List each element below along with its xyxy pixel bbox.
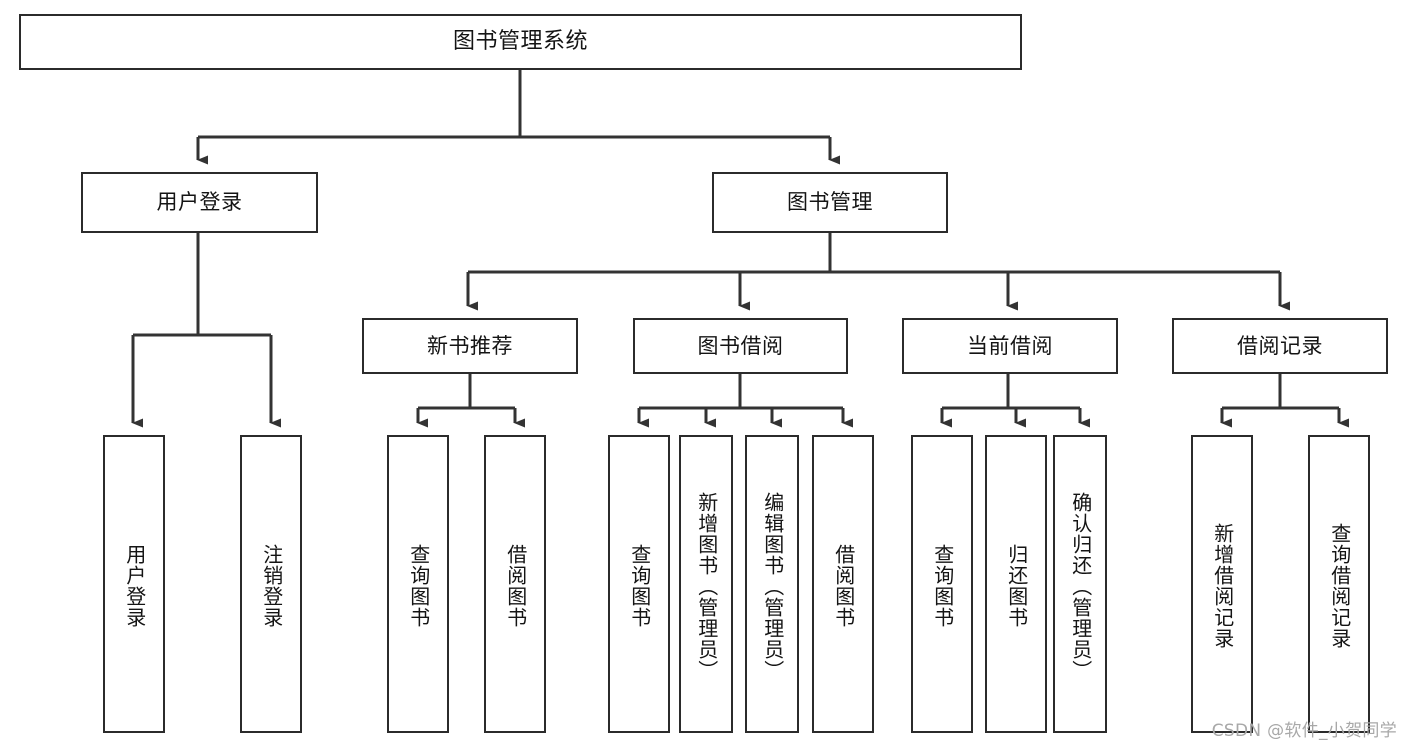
node-leaf-borrow-book-1-label: 借阅图书 [503, 544, 528, 628]
node-new-book-recommend[interactable]: 新书推荐 [362, 318, 578, 374]
node-leaf-query-book-1[interactable]: 查询图书 [387, 435, 449, 733]
node-leaf-query-book-2[interactable]: 查询图书 [608, 435, 670, 733]
node-leaf-add-book[interactable]: 新增图书（管理员） [679, 435, 733, 733]
node-leaf-user-login-label: 用户登录 [122, 544, 147, 628]
node-book-borrow-label: 图书借阅 [697, 333, 784, 358]
node-leaf-add-book-label: 新增图书（管理员） [694, 491, 719, 681]
node-book-borrow[interactable]: 图书借阅 [633, 318, 848, 374]
node-leaf-borrow-book-1[interactable]: 借阅图书 [484, 435, 546, 733]
node-current-borrow-label: 当前借阅 [967, 333, 1053, 358]
node-leaf-user-login[interactable]: 用户登录 [103, 435, 165, 733]
node-leaf-logout[interactable]: 注销登录 [240, 435, 302, 733]
node-leaf-query-record-label: 查询借阅记录 [1327, 523, 1352, 649]
node-leaf-query-book-3-label: 查询图书 [930, 544, 955, 628]
node-leaf-query-record[interactable]: 查询借阅记录 [1308, 435, 1370, 733]
node-book-manage-label: 图书管理 [787, 190, 873, 215]
node-leaf-edit-book[interactable]: 编辑图书（管理员） [745, 435, 799, 733]
node-leaf-query-book-1-label: 查询图书 [406, 544, 431, 628]
node-leaf-add-record-label: 新增借阅记录 [1210, 523, 1235, 649]
node-leaf-borrow-book-2-label: 借阅图书 [831, 544, 856, 628]
node-borrow-record-label: 借阅记录 [1237, 333, 1323, 358]
node-leaf-return-book-label: 归还图书 [1004, 544, 1029, 628]
node-current-borrow[interactable]: 当前借阅 [902, 318, 1118, 374]
node-leaf-confirm-return-label: 确认归还（管理员） [1068, 491, 1093, 681]
node-leaf-logout-label: 注销登录 [259, 544, 284, 628]
node-borrow-record[interactable]: 借阅记录 [1172, 318, 1388, 374]
node-leaf-borrow-book-2[interactable]: 借阅图书 [812, 435, 874, 733]
node-leaf-edit-book-label: 编辑图书（管理员） [760, 491, 785, 681]
node-book-manage[interactable]: 图书管理 [712, 172, 948, 233]
node-leaf-confirm-return[interactable]: 确认归还（管理员） [1053, 435, 1107, 733]
node-leaf-query-book-3[interactable]: 查询图书 [911, 435, 973, 733]
node-leaf-query-book-2-label: 查询图书 [627, 544, 652, 628]
node-root-label: 图书管理系统 [452, 29, 588, 55]
node-user-login-label: 用户登录 [156, 190, 243, 215]
node-root[interactable]: 图书管理系统 [19, 14, 1022, 70]
node-user-login[interactable]: 用户登录 [81, 172, 318, 233]
node-leaf-add-record[interactable]: 新增借阅记录 [1191, 435, 1253, 733]
node-new-book-recommend-label: 新书推荐 [427, 333, 513, 358]
node-leaf-return-book[interactable]: 归还图书 [985, 435, 1047, 733]
